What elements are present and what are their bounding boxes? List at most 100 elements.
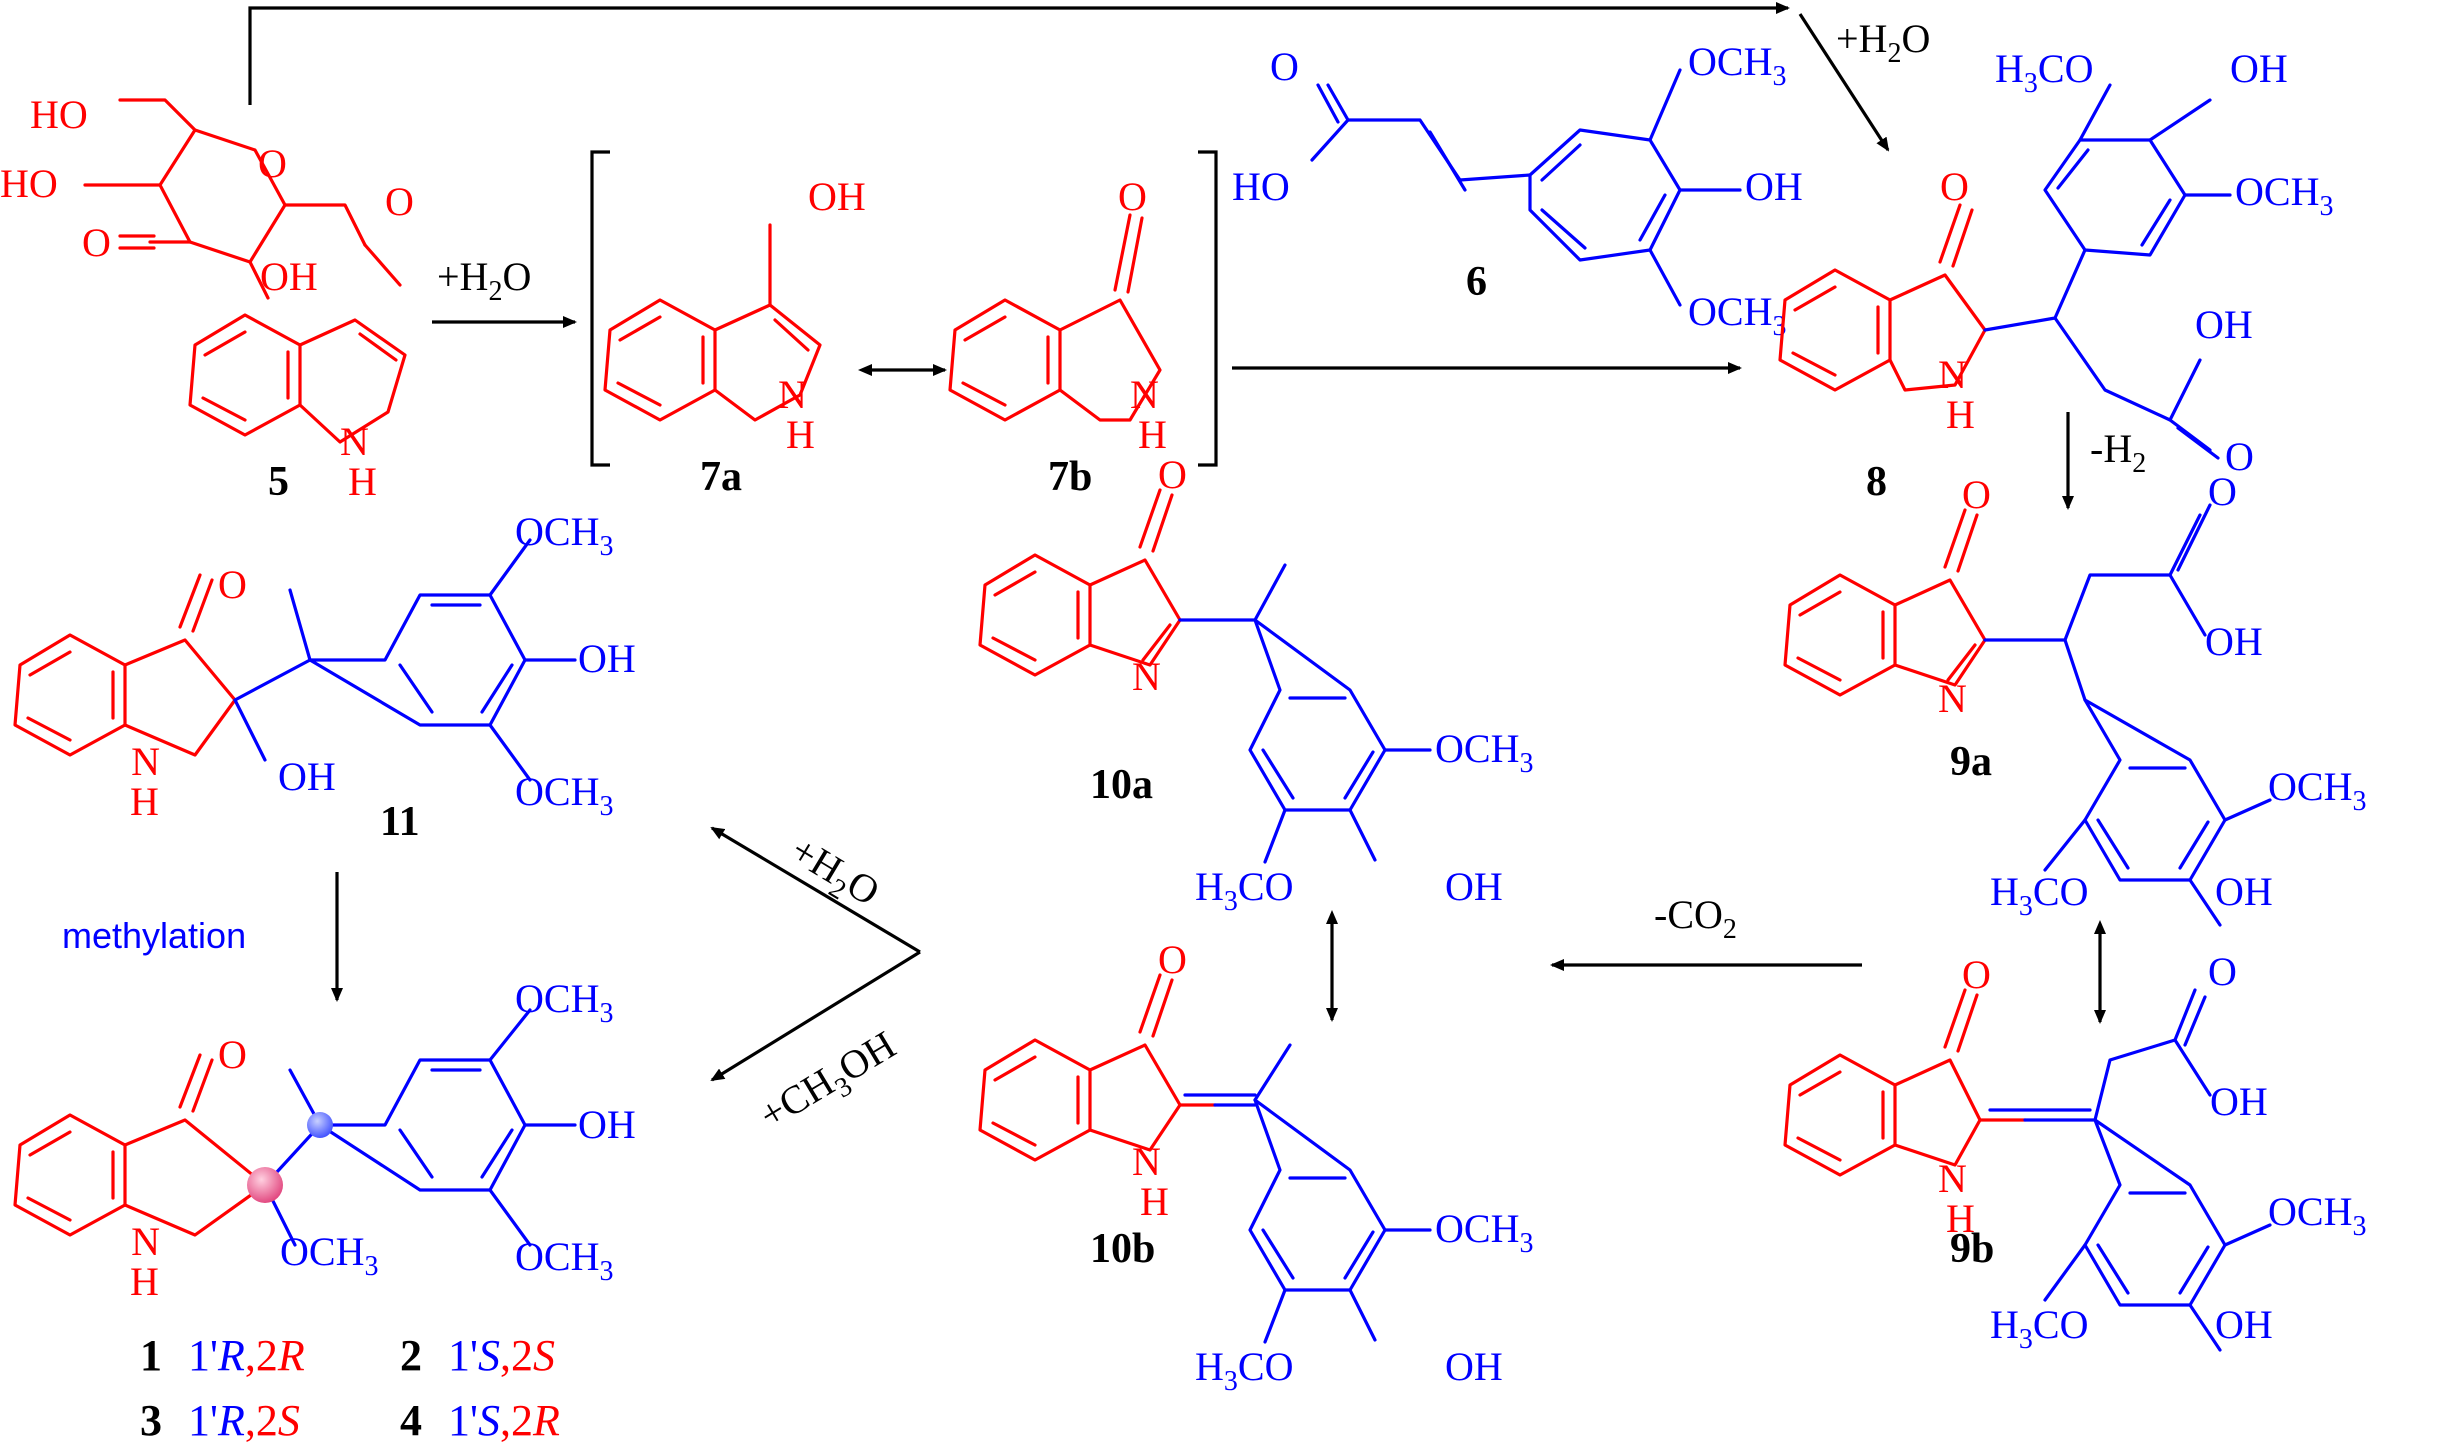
compound-6: O HO OCH3 OH OCH3 6 [1232,39,1803,342]
cond-methylation: methylation [62,915,246,956]
label-o-9b: O [1962,952,1991,997]
cond-top-h2o: +H2O [1836,16,1930,69]
label-h-10b: H [1140,1179,1169,1224]
label-och3-11a: OCH3 [515,509,613,562]
label-o-8b: O [2225,434,2254,479]
label-och3-1a: OCH3 [515,976,613,1029]
compound-10a: O N OCH3 H3CO OH 10a [978,452,1533,917]
label-h3co-10a: H3CO [1195,864,1293,917]
label-oh-9a: OH [2205,619,2263,664]
compound-9a: O N O OH OCH3 H3CO OH 9a [1783,469,2366,927]
cond-plus-h2o-diag: +H2O [779,827,887,921]
arrow-10-to-1 [710,950,921,1082]
stereo-item-4: 4 1'S,2R [400,1396,560,1445]
label-oh-6: OH [1745,164,1803,209]
stereocenter-1prime [307,1112,333,1138]
label-och3-6a: OCH3 [1688,39,1786,92]
compound-9b: O N H O OH OCH3 H3CO OH 9b [1783,949,2366,1355]
label-o-9a-b: O [2208,469,2237,514]
label-oh-10b: OH [1445,1344,1503,1389]
label-compound-10a: 10a [1090,762,1153,808]
label-n-5: N [340,419,369,464]
label-och3-11b: OCH3 [515,769,613,822]
label-n-9b: N [1938,1156,1967,1201]
label-h-9b: H [1946,1196,1975,1241]
label-h3co-9a: H3CO [1990,869,2088,922]
label-h3co-9b: H3CO [1990,1302,2088,1355]
arrow-5-to-8-top [248,2,1790,105]
label-glyco-o-5: O [385,179,414,224]
label-o-6: O [1270,44,1299,89]
label-oh-9a-b: OH [2215,869,2273,914]
label-h-7b: H [1138,412,1167,457]
label-compound-10b: 10b [1090,1226,1155,1272]
cond-minus-co2: -CO2 [1654,892,1737,945]
label-oh-5: OH [260,254,318,299]
label-oh-10a: OH [1445,864,1503,909]
label-compound-6: 6 [1466,259,1487,305]
label-ho-6: HO [1232,164,1290,209]
label-n-10b: N [1132,1139,1161,1184]
label-o-9b-b: O [2208,949,2237,994]
label-ho-5a: HO [30,92,88,137]
compound-10b: O N H OCH3 H3CO OH 10b [978,937,1533,1397]
label-och3-9b: OCH3 [2268,1189,2366,1242]
stereo-item-3: 3 1'R,2S [140,1396,300,1445]
arrow-10-to-11 [710,826,921,954]
label-o-10b: O [1158,937,1187,982]
label-compound-11: 11 [380,799,420,845]
label-n-7b: N [1130,372,1159,417]
label-compound-9a: 9a [1950,739,1992,785]
label-och3-9a: OCH3 [2268,764,2366,817]
cond-minus-h2: -H2 [2090,426,2146,479]
compound-8: O N H H3CO OH OCH3 OH O 8 [1778,46,2333,505]
label-o-8: O [1940,164,1969,209]
label-oh-8b: OH [2195,302,2253,347]
arrows [248,2,2106,1082]
label-compound-8: 8 [1866,459,1887,505]
label-och3-10a: OCH3 [1435,726,1533,779]
label-o-11: O [218,562,247,607]
label-h3co-8: H3CO [1995,46,2093,99]
label-h-8: H [1946,392,1975,437]
label-o-1: O [218,1032,247,1077]
label-h3co-10b: H3CO [1195,1344,1293,1397]
label-h-5: H [348,459,377,504]
label-compound-9b: 9b [1950,1226,1994,1272]
label-oh-1: OH [578,1102,636,1147]
label-och3-6b: OCH3 [1688,289,1786,342]
compound-7a: OH N H 7a [603,174,866,500]
label-n-8: N [1938,352,1967,397]
label-ho-5b: HO [0,161,58,206]
label-och3-8: OCH3 [2235,169,2333,222]
label-h-7a: H [786,412,815,457]
label-o-5: O [82,220,111,265]
label-o-7b: O [1118,174,1147,219]
compound-5: HO HO O OH O O N H 5 [0,92,414,505]
label-compound-7a: 7a [700,454,742,500]
label-oh-9b-b: OH [2215,1302,2273,1347]
compound-7b: O N H 7b [948,174,1167,500]
arrow-down-to-8 [1798,13,1890,152]
stereo-item-1: 1 1'R,2R [140,1331,305,1380]
stereocenter-2 [247,1167,283,1203]
cond-mid-h2o: +H2O [437,254,531,307]
bracket-left [590,150,610,467]
label-oh-8a: OH [2230,46,2288,91]
label-n-9a: N [1938,676,1967,721]
label-o-10a: O [1158,452,1187,497]
label-oh-9b: OH [2210,1079,2268,1124]
label-och3-10b: OCH3 [1435,1206,1533,1259]
label-compound-7b: 7b [1048,454,1092,500]
label-n-7a: N [778,372,807,417]
label-oh-7a: OH [808,174,866,219]
stereo-item-2: 2 1'S,2S [400,1331,555,1380]
label-ringo-5: O [258,141,287,186]
label-o-9a: O [1962,472,1991,517]
